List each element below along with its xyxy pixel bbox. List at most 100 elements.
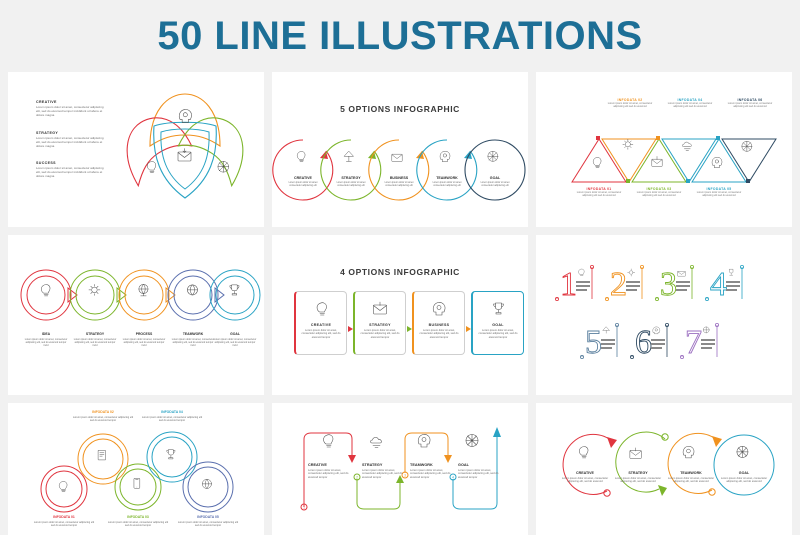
panel5-label-3: GOAL: [492, 323, 504, 327]
head-gear-icon: [417, 434, 431, 448]
double-circle-process[interactable]: [118, 269, 176, 321]
option-card-business[interactable]: BUSINESS Lorem ipsum dolor sit amet, con…: [412, 291, 471, 355]
number-item-1[interactable]: 1: [554, 265, 595, 303]
panel3-text-3: Lorem ipsum dolor sit amet, consectetur …: [667, 102, 713, 109]
number-item-4[interactable]: 4: [704, 265, 744, 303]
number-item-5[interactable]: 5: [579, 323, 620, 361]
panel9-label-3: GOAL: [738, 471, 750, 475]
double-circle-idea[interactable]: [20, 269, 78, 321]
gear-icon: [88, 284, 101, 296]
panel-numbered-list[interactable]: 1 2: [536, 235, 792, 395]
panel4-text-3: Lorem ipsum dolor sit amet, consectetur …: [171, 338, 215, 347]
option-card-strategy[interactable]: STRATEGY Lorem ipsum dolor sit amet, con…: [353, 291, 412, 355]
head-gear-icon: [711, 157, 723, 168]
panel-five-options[interactable]: 5 OPTIONS INFOGRAPHIC: [272, 72, 528, 227]
arrow-path-red: [303, 432, 353, 507]
lightbulb-icon: [147, 161, 157, 173]
panel5-label-0: CREATIVE: [310, 323, 332, 327]
panel7-text-0: Lorem ipsum dolor sit amet, consectetur …: [33, 520, 95, 527]
number-item-7[interactable]: 7: [680, 323, 719, 361]
tree-icon: [344, 151, 354, 162]
panel7-text-2: Lorem ipsum dolor sit amet, consectetur …: [107, 520, 169, 527]
panel2-text-3: Lorem ipsum dolor sit amet consectetur a…: [432, 181, 462, 187]
panel5-text-2: Lorem ipsum dolor sit amet, consectetur …: [419, 329, 459, 339]
lightbulb-icon: [578, 268, 585, 276]
panel4-label-4: GOAL: [230, 332, 240, 336]
panel3-label-1: INFODATA 02: [617, 98, 643, 102]
target-icon: [703, 326, 710, 334]
panel6-number-0: 1: [560, 266, 577, 303]
double-circle-teamwork[interactable]: [167, 269, 225, 321]
panel2-text-0: Lorem ipsum dolor sit amet consectetur a…: [288, 181, 318, 187]
panel3-triangle-chain: INFODATA 02 Lorem ipsum dolor sit amet, c…: [544, 84, 789, 219]
gear-icon: [622, 139, 634, 150]
double-circle-strategy[interactable]: [69, 269, 127, 321]
cloud-icon: [682, 141, 692, 151]
overlap-circle-creative[interactable]: [562, 433, 617, 497]
overlap-circle-strategy[interactable]: [615, 431, 669, 496]
panel2-circle-row: CREATIVE STRATEGY BUSINESS TEAMWORK GOAL…: [272, 134, 528, 220]
overlap-circle-teamwork[interactable]: [667, 432, 722, 496]
number-item-2[interactable]: 2: [605, 265, 645, 303]
panel-four-options[interactable]: 4 OPTIONS INFOGRAPHIC CREATIVE Lorem ips…: [272, 235, 528, 395]
panel6-number-2: 3: [660, 266, 677, 303]
panel1-text-strategy: Lorem ipsum dolor sit amet, consectetur …: [36, 135, 104, 148]
gear-icon: [627, 268, 635, 277]
chain-circle-1[interactable]: [40, 465, 88, 513]
panel9-label-1: STRATEGY: [628, 471, 648, 475]
option-card-goal[interactable]: GOAL Lorem ipsum dolor sit amet, consect…: [471, 291, 524, 355]
panel7-text-3: Lorem ipsum dolor sit amet, consectetur …: [141, 415, 203, 422]
panel3-label-0: INFODATA 01: [586, 187, 612, 191]
panel2-text-2: Lorem ipsum dolor sit amet consectetur a…: [384, 181, 414, 187]
panel-zigzag-triangles[interactable]: INFODATA 02 Lorem ipsum dolor sit amet, c…: [536, 72, 792, 227]
lightbulb-icon: [323, 434, 334, 448]
panel8-text-0: Lorem ipsum dolor sit amet, consectetur …: [308, 469, 349, 479]
trophy-icon: [166, 449, 176, 460]
panel6-number-4: 5: [585, 324, 602, 361]
chain-circle-3[interactable]: [114, 463, 162, 511]
target-icon: [741, 141, 753, 152]
double-circle-goal[interactable]: [209, 269, 261, 321]
panel-double-circles[interactable]: IDEA STRATEGY PROCESS TEAMWORK GOAL Lore…: [8, 235, 264, 395]
panel1-trefoil-diagram: [120, 88, 250, 213]
overlap-circle-goal[interactable]: [713, 434, 775, 496]
panel9-text-2: Lorem ipsum dolor sit amet, consectetur …: [667, 476, 715, 483]
panel8-text-2: Lorem ipsum dolor sit amet, consectetur …: [410, 469, 451, 479]
panel9-label-0: CREATIVE: [576, 471, 594, 475]
panel8-text-1: Lorem ipsum dolor sit amet, consectetur …: [362, 469, 403, 479]
shield-inner-cyan: [160, 128, 210, 190]
panel9-text-3: Lorem ipsum dolor sit amet, consectetur …: [720, 476, 768, 483]
panel4-text-0: Lorem ipsum dolor sit amet, consectetur …: [24, 338, 68, 347]
panel4-label-2: PROCESS: [136, 332, 153, 336]
option-circle-goal[interactable]: [464, 139, 526, 201]
globe-icon: [202, 479, 212, 489]
triangle-down-3: [721, 138, 777, 183]
panel-zigzag-arrows[interactable]: 1 2 3 4 CREA: [272, 403, 528, 535]
panel6-number-grid: 1 2: [554, 259, 784, 369]
panel-trefoil-shield[interactable]: CREATIVE Lorem ipsum dolor sit amet, con…: [8, 72, 264, 227]
document-icon: [97, 450, 106, 461]
chain-circle-2[interactable]: [77, 433, 129, 485]
panel2-title: 5 OPTIONS INFOGRAPHIC: [340, 104, 460, 114]
number-item-6[interactable]: 6: [630, 323, 670, 361]
option-card-creative[interactable]: CREATIVE Lorem ipsum dolor sit amet, con…: [294, 291, 353, 355]
panel-overlap-circles[interactable]: CREATIVE Lorem ipsum dolor sit amet, cons…: [536, 403, 792, 535]
panel7-text-1: Lorem ipsum dolor sit amet, consectetur …: [72, 415, 134, 422]
panel3-label-3: INFODATA 04: [677, 98, 703, 102]
panel5-text-3: Lorem ipsum dolor sit amet, consectetur …: [478, 329, 518, 339]
chain-circle-5[interactable]: [182, 461, 234, 513]
panel4-label-3: TEAMWORK: [183, 332, 204, 336]
chain-circle-4[interactable]: [146, 431, 198, 483]
panel8-marker-0: 1: [303, 505, 305, 509]
petal-left-red: [126, 117, 193, 188]
panel4-text-4: Lorem ipsum dolor sit amet, consectetur …: [213, 338, 257, 347]
envelope-icon: [391, 153, 403, 162]
panel8-marker-2: 3: [404, 473, 406, 477]
panel3-label-5: INFODATA 06: [737, 98, 763, 102]
panel9-label-2: TEAMWORK: [680, 471, 702, 475]
head-gear-icon: [178, 109, 192, 123]
number-item-3[interactable]: 3: [655, 265, 694, 303]
